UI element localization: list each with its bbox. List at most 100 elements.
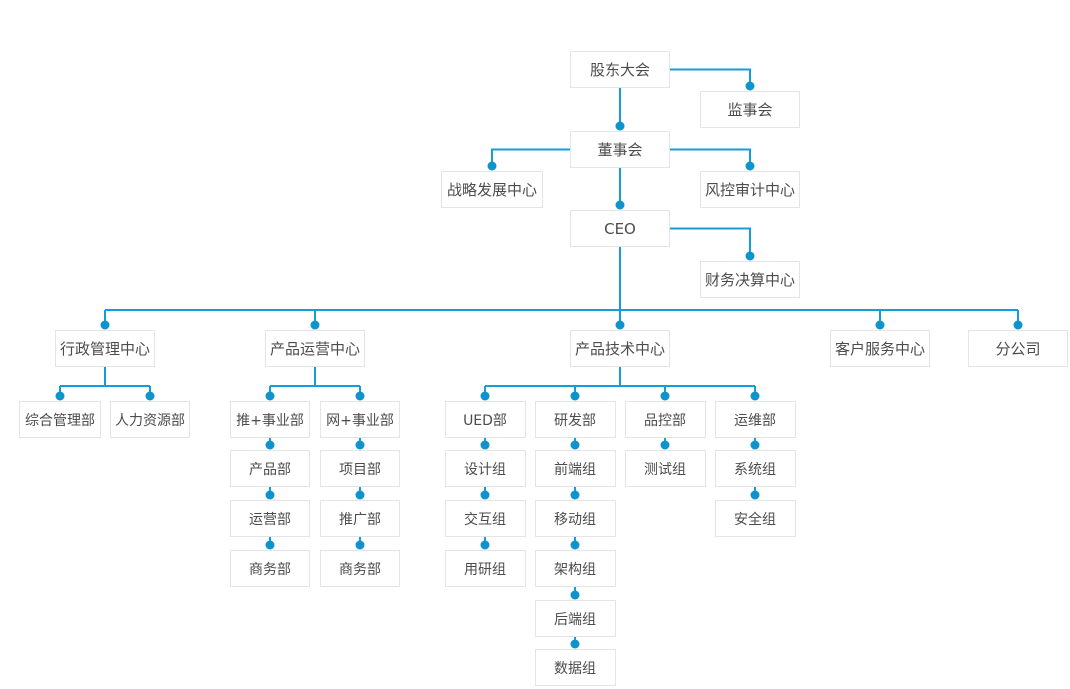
org-node-label: 监事会 — [727, 101, 773, 119]
org-node-backend-group: 后端组 — [534, 600, 616, 637]
connector-dot-frontend-group — [570, 440, 580, 450]
connector-dot-product-dept — [265, 440, 275, 450]
org-node-product-dept: 产品部 — [230, 450, 310, 487]
org-node-architecture-group: 架构组 — [534, 550, 616, 587]
org-node-ued-dept: UED部 — [444, 401, 526, 438]
org-node-label: 项目部 — [339, 461, 381, 478]
connector-dot-branch-company — [1013, 320, 1023, 330]
org-node-business-dept-left: 商务部 — [230, 550, 310, 587]
org-node-risk-control-audit-center: 风控审计中心 — [700, 171, 800, 208]
org-node-user-research-group: 用研组 — [444, 550, 526, 587]
org-node-interaction-group: 交互组 — [444, 500, 526, 537]
org-node-label: CEO — [604, 219, 636, 238]
org-node-design-group: 设计组 — [444, 450, 526, 487]
connector-dot-promotion-dept — [355, 490, 365, 500]
org-node-label: 运维部 — [734, 412, 776, 429]
connector-dot-business-dept-left — [265, 540, 275, 550]
connector-dot-strategy-development-center — [487, 161, 497, 171]
org-node-admin-management-center: 行政管理中心 — [55, 330, 155, 367]
org-node-label: 客户服务中心 — [834, 340, 925, 358]
connector-dot-product-technology-center — [615, 320, 625, 330]
org-node-system-group: 系统组 — [714, 450, 796, 487]
org-node-label: 商务部 — [249, 561, 291, 578]
org-node-frontend-group: 前端组 — [534, 450, 616, 487]
org-node-mobile-group: 移动组 — [534, 500, 616, 537]
connector-dot-project-dept — [355, 440, 365, 450]
connector-dot-user-research-group — [480, 540, 490, 550]
org-node-shareholders-meeting: 股东大会 — [570, 51, 670, 88]
connector-dot-customer-service-center — [875, 320, 885, 330]
connector-dot-ued-dept — [480, 391, 490, 401]
connector-dot-data-group — [570, 639, 580, 649]
org-node-label: 网+事业部 — [326, 412, 394, 429]
org-node-branch-company: 分公司 — [968, 330, 1068, 367]
connector-dot-human-resources-dept — [145, 391, 155, 401]
org-node-label: 推广部 — [339, 511, 381, 528]
connector-finance-settlement-center — [670, 227, 751, 256]
connector-dot-business-dept-right — [355, 540, 365, 550]
org-node-wang-plus-business-dept: 网+事业部 — [320, 401, 400, 438]
connector-dot-risk-control-audit-center — [745, 161, 755, 171]
org-node-quality-control-dept: 品控部 — [624, 401, 706, 438]
org-node-label: 推+事业部 — [236, 412, 304, 429]
org-node-human-resources-dept: 人力资源部 — [110, 401, 190, 438]
org-node-label: 行政管理中心 — [59, 340, 150, 358]
org-node-operations-dept: 运营部 — [230, 500, 310, 537]
org-node-label: 后端组 — [554, 611, 596, 628]
connector-dot-ceo — [615, 200, 625, 210]
org-node-label: 财务决算中心 — [704, 271, 795, 289]
org-node-label: 用研组 — [464, 561, 506, 578]
connector-dot-general-management-dept — [55, 391, 65, 401]
connector-supervisory-board — [670, 68, 751, 86]
connector-strategy-development-center — [491, 148, 570, 166]
org-node-label: 董事会 — [597, 141, 643, 159]
connector-dot-board-of-directors — [615, 121, 625, 131]
org-node-label: 前端组 — [554, 461, 596, 478]
org-node-label: 运营部 — [249, 511, 291, 528]
org-node-product-operations-center: 产品运营中心 — [265, 330, 365, 367]
org-node-label: 股东大会 — [589, 61, 650, 79]
org-node-label: 综合管理部 — [25, 412, 95, 429]
org-node-label: 系统组 — [734, 461, 776, 478]
org-node-label: 安全组 — [734, 511, 776, 528]
org-node-label: 战略发展中心 — [446, 181, 537, 199]
org-node-label: UED部 — [463, 412, 507, 429]
org-node-customer-service-center: 客户服务中心 — [830, 330, 930, 367]
org-node-label: 数据组 — [554, 660, 596, 677]
org-node-ceo: CEO — [570, 210, 670, 247]
org-node-label: 架构组 — [554, 561, 596, 578]
connector-risk-control-audit-center — [670, 148, 751, 166]
connector-dot-wang-plus-business-dept — [355, 391, 365, 401]
org-node-label: 移动组 — [554, 511, 596, 528]
org-node-product-technology-center: 产品技术中心 — [570, 330, 670, 367]
org-node-label: 交互组 — [464, 511, 506, 528]
connector-dot-system-group — [750, 440, 760, 450]
connector-dot-interaction-group — [480, 490, 490, 500]
org-node-tui-plus-business-dept: 推+事业部 — [230, 401, 310, 438]
org-node-label: 风控审计中心 — [704, 181, 795, 199]
connector-dot-security-group — [750, 490, 760, 500]
org-node-rnd-dept: 研发部 — [534, 401, 616, 438]
connector-dot-quality-control-dept — [660, 391, 670, 401]
connector-dot-finance-settlement-center — [745, 251, 755, 261]
org-node-business-dept-right: 商务部 — [320, 550, 400, 587]
org-node-project-dept: 项目部 — [320, 450, 400, 487]
connector-dot-design-group — [480, 440, 490, 450]
org-node-label: 测试组 — [644, 461, 686, 478]
org-node-promotion-dept: 推广部 — [320, 500, 400, 537]
org-node-general-management-dept: 综合管理部 — [19, 401, 101, 438]
connector-dot-testing-group — [660, 440, 670, 450]
org-node-data-group: 数据组 — [534, 649, 616, 686]
org-node-board-of-directors: 董事会 — [570, 131, 670, 168]
org-node-label: 品控部 — [644, 412, 686, 429]
org-node-label: 产品技术中心 — [574, 340, 665, 358]
org-node-ops-maintenance-dept: 运维部 — [714, 401, 796, 438]
connector-dot-supervisory-board — [745, 81, 755, 91]
org-node-label: 研发部 — [554, 412, 596, 429]
connector-dot-product-operations-center — [310, 320, 320, 330]
org-node-label: 商务部 — [339, 561, 381, 578]
connector-dot-architecture-group — [570, 540, 580, 550]
connector-dot-ops-maintenance-dept — [750, 391, 760, 401]
